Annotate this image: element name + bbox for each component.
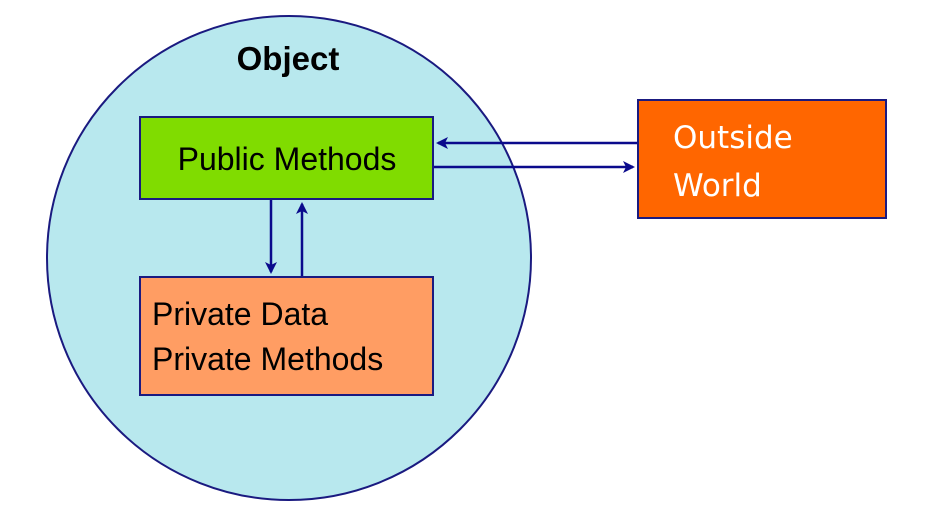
object-title: Object bbox=[237, 40, 340, 77]
private-methods-label: Private Methods bbox=[152, 341, 383, 377]
private-data-label: Private Data bbox=[152, 296, 328, 332]
outside-world-box bbox=[637, 99, 887, 219]
object-circle bbox=[46, 15, 532, 501]
public-methods-label: Public Methods bbox=[178, 141, 397, 177]
private-box bbox=[139, 276, 434, 396]
outside-world-line2: World bbox=[673, 168, 762, 204]
public-methods-box bbox=[139, 116, 434, 200]
outside-world-line1: Outside bbox=[673, 120, 793, 156]
